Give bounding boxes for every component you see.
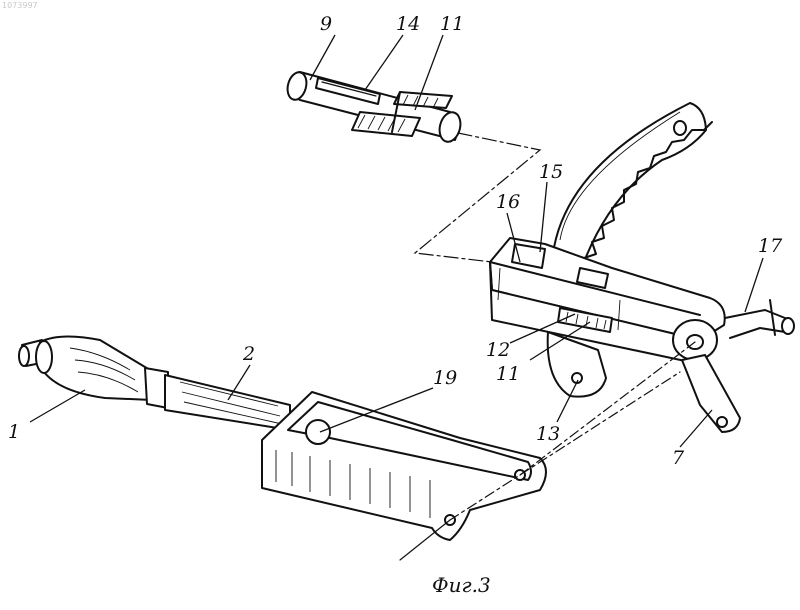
label-14: 14 bbox=[396, 13, 420, 35]
labels: 9 14 11 16 15 17 12 11 13 7 2 1 19 bbox=[8, 13, 783, 469]
label-2: 2 bbox=[242, 343, 255, 365]
arm-7 bbox=[682, 355, 740, 432]
curved-rack bbox=[552, 103, 712, 262]
label-11-mid: 11 bbox=[496, 363, 520, 385]
handle-1 bbox=[19, 336, 168, 408]
pawl-17 bbox=[725, 300, 794, 338]
label-11-top: 11 bbox=[440, 13, 464, 35]
figure-caption: Фиг.3 bbox=[432, 573, 491, 597]
clevis-fork bbox=[262, 342, 695, 560]
label-1: 1 bbox=[8, 421, 20, 443]
watermark-id: 1073997 bbox=[2, 1, 38, 10]
label-15: 15 bbox=[539, 161, 563, 183]
label-9: 9 bbox=[320, 13, 332, 35]
label-12: 12 bbox=[486, 339, 510, 361]
frame-box bbox=[490, 238, 725, 362]
label-19: 19 bbox=[433, 367, 457, 389]
pin-assembly bbox=[285, 70, 540, 262]
shaft-2 bbox=[165, 375, 290, 430]
label-13: 13 bbox=[536, 423, 560, 445]
label-17: 17 bbox=[758, 235, 783, 257]
label-16: 16 bbox=[496, 191, 520, 213]
label-7: 7 bbox=[672, 447, 685, 469]
